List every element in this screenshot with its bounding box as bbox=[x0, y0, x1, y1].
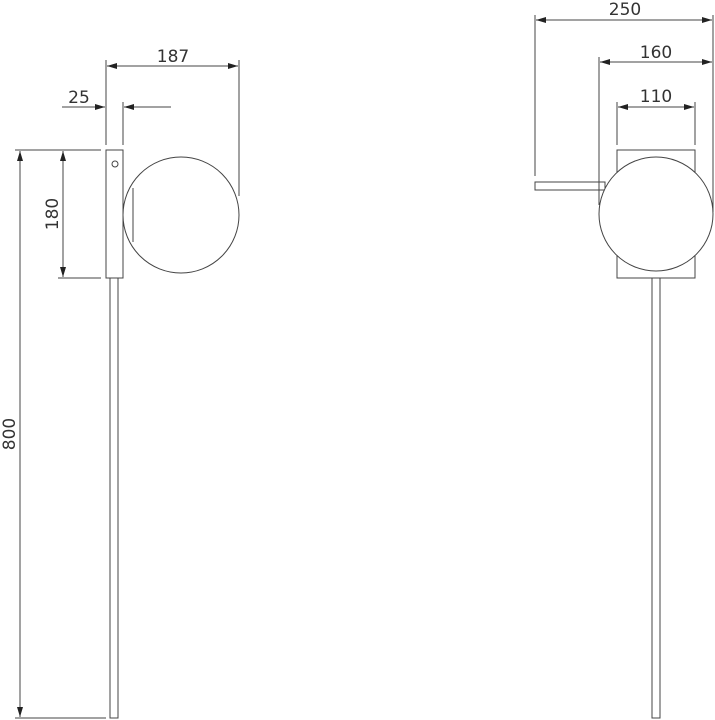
front-view: 250 160 110 bbox=[534, 0, 714, 719]
globe-shade bbox=[598, 156, 714, 272]
backplate bbox=[105, 149, 124, 279]
dimension-label-110: 110 bbox=[640, 87, 672, 107]
globe-shade bbox=[122, 156, 240, 274]
dimension-label-25: 25 bbox=[68, 88, 90, 108]
screw-hole bbox=[111, 160, 119, 168]
dimension-label-250: 250 bbox=[609, 0, 641, 20]
dimension-label-180: 180 bbox=[43, 198, 63, 230]
rod bbox=[651, 277, 661, 719]
rod bbox=[109, 277, 119, 719]
switch-arm bbox=[534, 181, 606, 191]
side-view: 187 25 180 800 bbox=[0, 47, 240, 719]
dimension-label-800: 800 bbox=[0, 418, 20, 450]
dimension-label-187: 187 bbox=[157, 47, 189, 67]
dimension-label-160: 160 bbox=[640, 43, 672, 63]
